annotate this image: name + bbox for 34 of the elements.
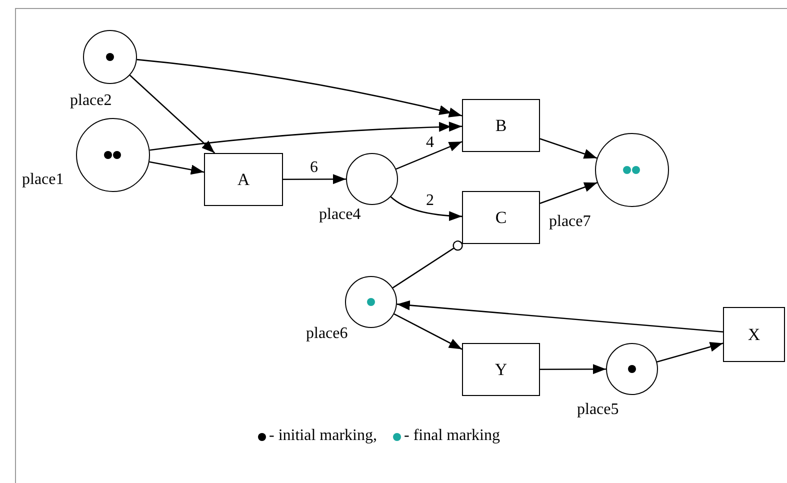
arc-arrow [656,342,724,363]
transition-box [204,153,283,206]
place-name: place7 [549,213,591,231]
arc-arrow [129,74,216,154]
place-circle [345,276,397,328]
transition-label: Y [494,360,508,380]
place-name: place5 [577,401,619,419]
inhibitor-arc [392,240,463,288]
arc-arrow [540,364,606,374]
transition-label: C [495,208,507,228]
arc-arrow [149,161,204,175]
arc-arrow [390,196,462,221]
transition-label: A [237,170,250,190]
transition-box [462,99,540,152]
transition-box [462,343,540,396]
place-name: place1 [22,171,64,189]
arc-arrow [540,138,598,159]
legend-text: - final marking [404,427,500,445]
transition-label: X [748,324,760,344]
arc-arrow [394,313,462,350]
legend-text: - initial marking, [269,427,377,445]
place-circle [606,343,658,395]
place-circle [83,30,137,84]
transition-label: B [495,116,507,136]
place-name: place2 [70,92,112,110]
place-circle [346,153,398,205]
place-name: place4 [319,206,361,224]
transition-box [723,307,785,362]
arc-arrow [396,141,462,170]
arc-arrow [540,182,598,204]
arc-arrow [283,174,346,184]
transition-box [462,191,540,244]
arc-arrow [396,300,724,333]
place-name: place6 [306,325,348,343]
